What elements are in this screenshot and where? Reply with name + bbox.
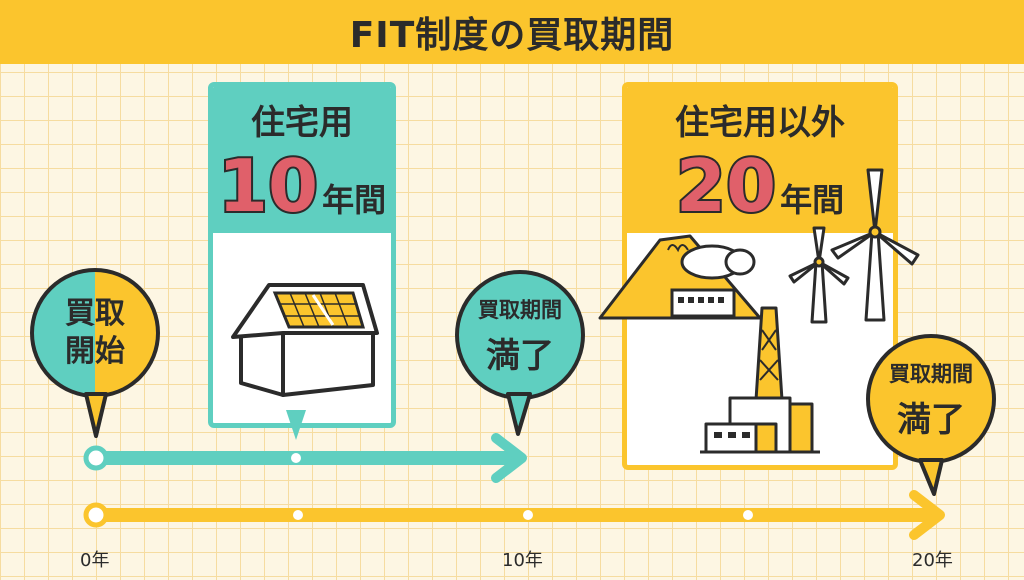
purchase-end-20-small: 買取期間 <box>889 361 973 386</box>
start-bubble-tail <box>84 392 108 438</box>
end10-bubble-tail <box>506 392 532 436</box>
non-residential-years-unit: 年間 <box>780 181 845 219</box>
residential-years-number: 10 <box>216 144 320 228</box>
residential-label: 住宅用 <box>251 103 353 143</box>
thermal-plant-icon <box>700 306 820 454</box>
purchase-end-10-bubble: 買取期間 満了 <box>455 270 585 400</box>
purchase-end-20-big: 満了 <box>897 399 965 440</box>
purchase-start-line2: 開始 <box>65 334 125 369</box>
tick-label-20: 20年 <box>912 550 953 571</box>
residential-pointer <box>286 410 306 440</box>
geothermal-plant-icon <box>598 234 762 320</box>
purchase-end-10-small: 買取期間 <box>478 297 562 322</box>
purchase-start-bubble: 買取 開始 <box>30 268 160 398</box>
non-residential-label: 住宅用以外 <box>675 103 845 143</box>
title-banner: FIT制度の買取期間 <box>0 0 1024 64</box>
non-residential-years-number: 20 <box>674 144 778 228</box>
wind-turbine-small-icon <box>788 226 850 324</box>
wind-turbine-large-icon <box>830 168 920 322</box>
purchase-end-10-big: 満了 <box>486 335 554 376</box>
house-solar-illustration <box>231 283 379 397</box>
residential-years-unit: 年間 <box>322 181 387 219</box>
non-residential-timeline-arrow <box>83 490 945 540</box>
end20-bubble-tail <box>918 458 944 496</box>
page-title: FIT制度の買取期間 <box>349 15 675 56</box>
tick-label-10: 10年 <box>502 550 543 571</box>
tick-label-0: 0年 <box>80 550 110 571</box>
residential-timeline-arrow <box>83 433 527 483</box>
purchase-start-line1: 買取 <box>65 296 125 331</box>
